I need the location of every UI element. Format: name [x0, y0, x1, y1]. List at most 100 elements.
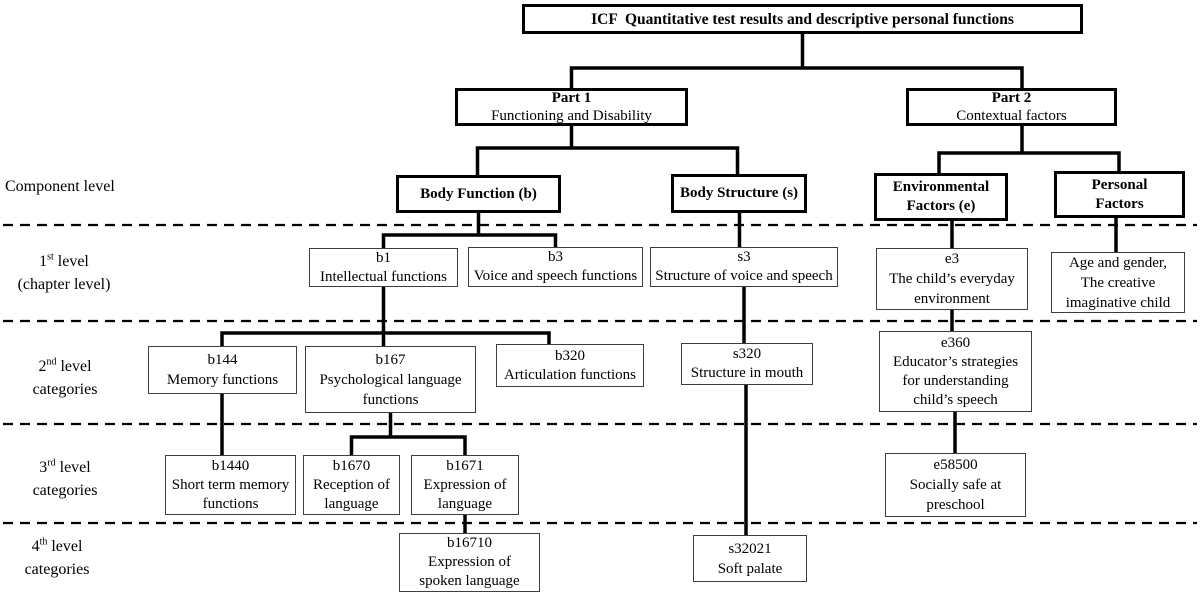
ordinal-suffix: nd [46, 356, 57, 368]
node-s32021: s32021 Soft palate [693, 535, 807, 582]
text-line: ICF Quantitative test results and descri… [591, 10, 1014, 28]
text-line: b3 [548, 249, 563, 265]
text-line: b1 [376, 249, 391, 266]
label-rest: level [47, 538, 83, 555]
node-b167: b167 Psychological language functions [305, 346, 476, 413]
text-line: s3 [737, 249, 751, 265]
text-line: for understanding [902, 372, 1009, 389]
node-b144: b144 Memory functions [148, 346, 297, 394]
node-s3: s3 Structure of voice and speech [650, 247, 838, 287]
text-line: Factors (e) [906, 198, 976, 214]
text-line: Structure of voice and speech [655, 268, 833, 284]
text-line: Factors [1095, 195, 1144, 212]
text-line: language [324, 495, 379, 512]
text-line: Reception of [312, 476, 391, 493]
text-line: categories [32, 381, 98, 398]
text-line: b144 [207, 352, 238, 368]
node-b1671: b1671 Expression of language [411, 455, 519, 515]
text-line: e3 [944, 251, 960, 267]
text-line: Expression of [428, 554, 511, 570]
node-environmental-factors: Environmental Factors (e) [874, 173, 1008, 221]
text-line: environment [914, 291, 990, 307]
row-label-component-level: Component level [5, 175, 175, 198]
ordinal-suffix: rd [47, 457, 56, 469]
text-line: categories [32, 482, 98, 499]
text-line: e58500 [933, 457, 978, 473]
node-s320: s320 Structure in mouth [681, 343, 813, 385]
text-line: 1st level [2, 250, 126, 273]
ordinal-number: 4 [31, 538, 40, 555]
node-body-structure: Body Structure (s) [671, 174, 807, 213]
text-line: b320 [555, 347, 585, 364]
text-line: 3rd level [8, 456, 122, 479]
text-line: The creative [1080, 274, 1156, 291]
node-e58500: e58500 Socially safe at preschool [885, 453, 1026, 517]
level-separator-dashed-lines [3, 223, 1197, 525]
text-line: Short term memory [171, 476, 290, 493]
text-line: b167 [375, 351, 406, 368]
node-e360: e360 Educator’s strategies for understan… [879, 331, 1032, 412]
label-rest: level [53, 253, 89, 270]
ordinal-suffix: st [47, 251, 54, 263]
text-line: b1671 [446, 457, 484, 474]
text-line: Part 2 [991, 90, 1032, 106]
node-b1670: b1670 Reception of language [303, 455, 400, 515]
label-rest: level [56, 358, 92, 375]
text-line: 2nd level [8, 355, 122, 378]
node-b1: b1 Intellectual functions [309, 248, 458, 287]
text-line: (chapter level) [17, 276, 111, 293]
tree-connectors [220, 34, 1121, 536]
node-e3: e3 The child’s everyday environment [876, 248, 1028, 310]
text-line: Educator’s strategies [892, 353, 1019, 370]
node-b3: b3 Voice and speech functions [468, 247, 643, 287]
text-line: s320 [732, 346, 762, 362]
ordinal-number: 3 [39, 459, 48, 476]
text-line: Functioning and Disability [491, 108, 652, 124]
row-label-2nd-level: 2nd level categories [8, 355, 122, 401]
node-part1: Part 1 Functioning and Disability [455, 88, 688, 126]
node-icf-root: ICF Quantitative test results and descri… [522, 4, 1083, 34]
text-line: categories [24, 561, 90, 578]
row-label-4th-level: 4th level categories [0, 535, 114, 581]
node-part2: Part 2 Contextual factors [906, 88, 1117, 126]
text-line: imaginative child [1065, 294, 1171, 311]
node-body-function: Body Function (b) [396, 175, 561, 213]
text-line: Expression of [423, 476, 507, 493]
text-line: language [437, 495, 493, 512]
label-rest: level [55, 459, 91, 476]
text-line: functions [362, 391, 419, 408]
text-line: Memory functions [166, 372, 279, 388]
text-line: b16710 [447, 535, 492, 551]
row-label-1st-level: 1st level (chapter level) [2, 250, 126, 296]
text-line: functions [202, 495, 259, 512]
text-line: Soft palate [717, 560, 783, 577]
text-line: preschool [926, 497, 985, 513]
text-line: Body Function (b) [420, 185, 537, 202]
node-b16710: b16710 Expression of spoken language [399, 533, 540, 592]
ordinal-number: 1 [39, 253, 48, 270]
text-line: Component level [5, 178, 115, 195]
node-b320: b320 Articulation functions [496, 344, 644, 387]
node-age-and-gender: Age and gender, The creative imaginative… [1051, 252, 1185, 313]
text-line: Intellectual functions [319, 268, 448, 285]
text-line: 4th level [0, 535, 114, 558]
row-label-3rd-level: 3rd level categories [8, 456, 122, 502]
ordinal-suffix: th [39, 536, 48, 548]
ordinal-number: 2 [38, 358, 47, 375]
text-line: e360 [940, 334, 971, 351]
text-line: Socially safe at [909, 477, 1002, 493]
text-line: Age and gender, [1068, 254, 1168, 271]
text-line: s32021 [728, 540, 772, 557]
node-personal-factors: Personal Factors [1054, 171, 1185, 218]
text-line: b1440 [211, 457, 250, 474]
text-line: Environmental [892, 179, 990, 195]
text-line: b1670 [332, 457, 371, 474]
text-line: Body Structure (s) [679, 185, 799, 201]
text-line: Personal [1091, 176, 1148, 193]
text-line: Psychological language [319, 371, 462, 388]
text-line: spoken language [419, 573, 520, 589]
text-line: Contextual factors [956, 108, 1067, 124]
text-line: child’s speech [913, 391, 998, 408]
